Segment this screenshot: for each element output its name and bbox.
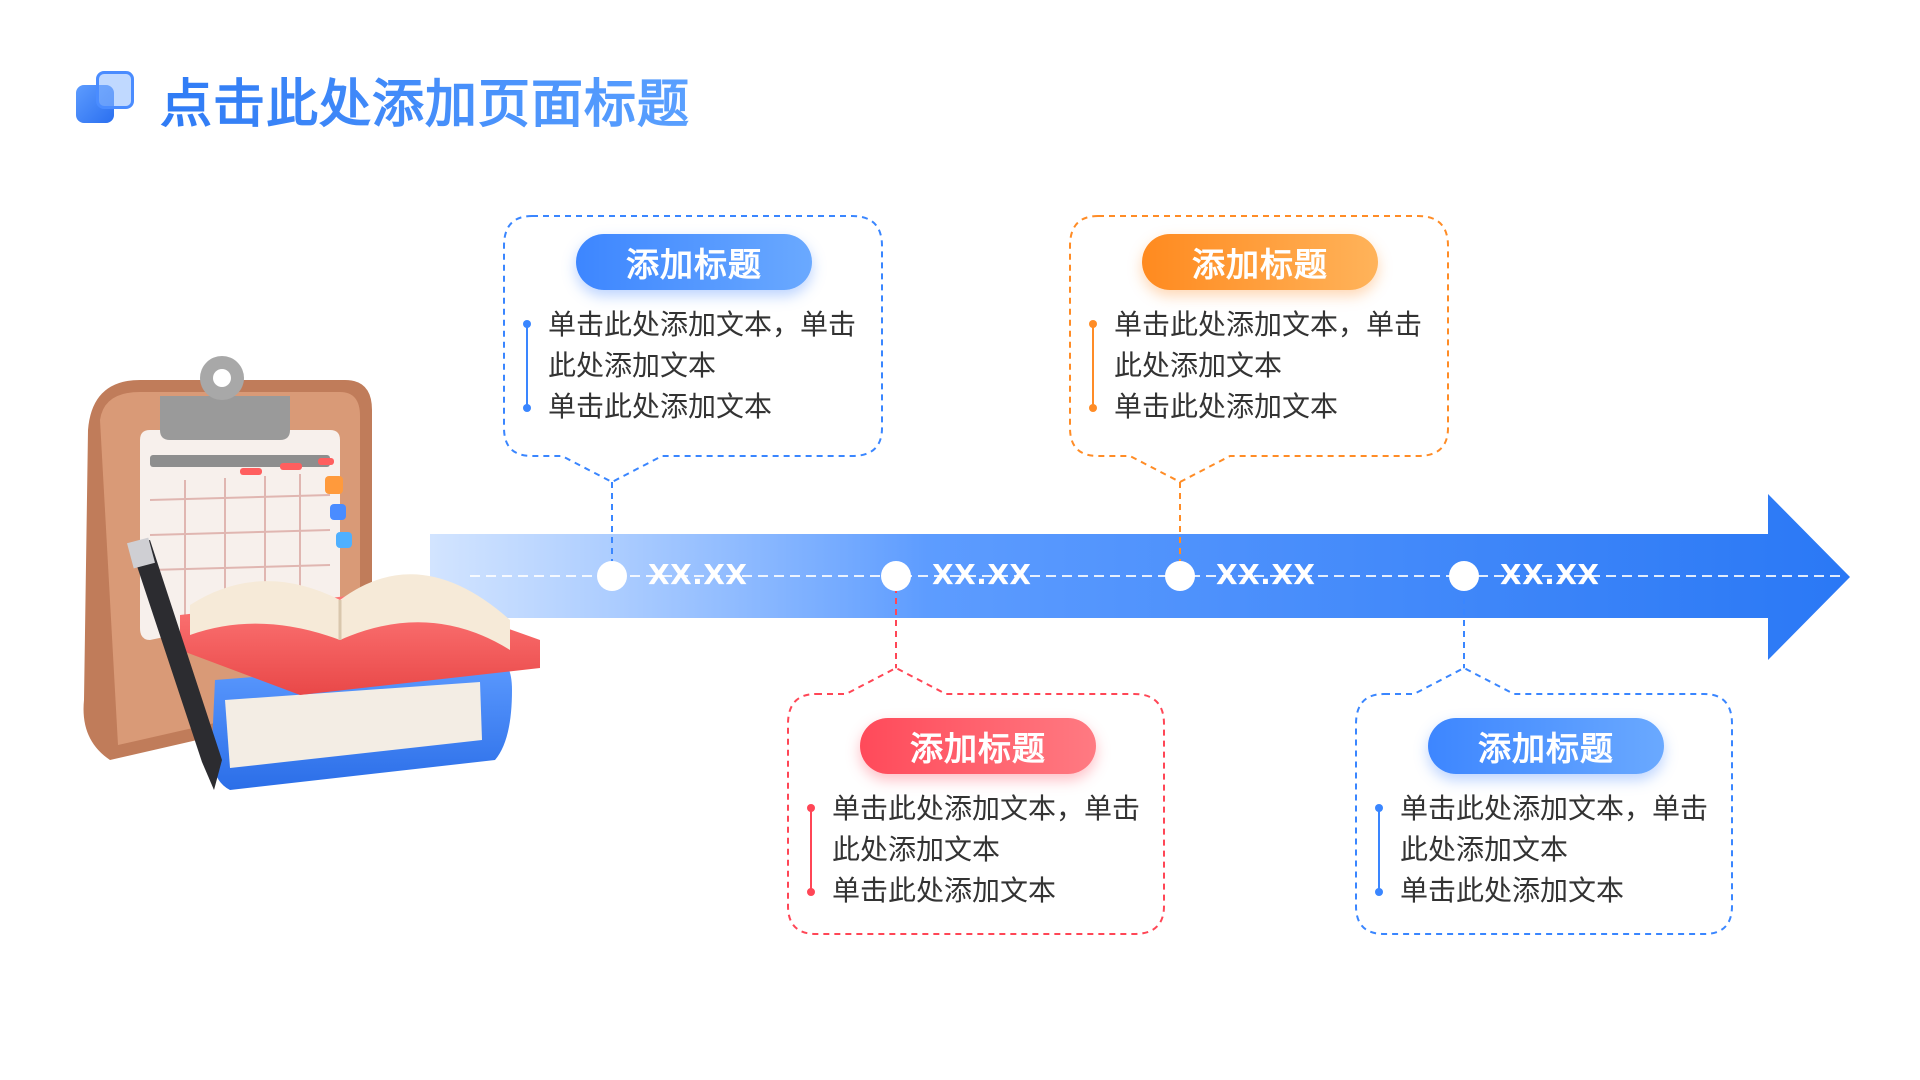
card-accent-bar xyxy=(526,324,528,406)
bullet-dot xyxy=(1089,404,1097,412)
timeline-arrow xyxy=(430,494,1850,660)
card-body-text[interactable]: 单击此处添加文本，单击此处添加文本 单击此处添加文本 xyxy=(832,792,1141,907)
page-header: 点击此处添加页面标题 xyxy=(76,62,690,137)
overlap-squares-icon xyxy=(76,71,138,127)
clipboard-calendar-books-icon xyxy=(83,356,540,790)
card-body-text[interactable]: 单击此处添加文本，单击此处添加文本 单击此处添加文本 xyxy=(1400,792,1709,907)
milestone-card: 添加标题 单击此处添加文本，单击此处添加文本 单击此处添加文本 xyxy=(1356,700,1734,942)
card-connectors xyxy=(611,480,1465,670)
milestone-dot xyxy=(597,561,627,591)
bullet-dot xyxy=(1375,888,1383,896)
milestone-card: 添加标题 单击此处添加文本，单击此处添加文本 单击此处添加文本 xyxy=(788,700,1166,942)
bullet-dot xyxy=(1089,320,1097,328)
milestone-dots xyxy=(597,561,1479,591)
card-title-pill[interactable]: 添加标题 xyxy=(1428,718,1664,774)
card-title-pill[interactable]: 添加标题 xyxy=(1142,234,1378,290)
milestone-dot xyxy=(1165,561,1195,591)
milestone-date[interactable]: XX.XX xyxy=(1500,558,1600,591)
milestone-date[interactable]: XX.XX xyxy=(1216,558,1316,591)
bullet-dot xyxy=(807,888,815,896)
bullet-dot xyxy=(523,320,531,328)
bullet-dot xyxy=(1375,804,1383,812)
card-accent-bar xyxy=(1378,808,1380,890)
card-accent-bar xyxy=(810,808,812,890)
milestone-date[interactable]: XX.XX xyxy=(932,558,1032,591)
bullet-dot xyxy=(807,804,815,812)
card-body-text[interactable]: 单击此处添加文本，单击此处添加文本 单击此处添加文本 xyxy=(1114,308,1423,423)
bullet-dot xyxy=(523,404,531,412)
card-body-text[interactable]: 单击此处添加文本，单击此处添加文本 单击此处添加文本 xyxy=(548,308,857,423)
card-title-pill[interactable]: 添加标题 xyxy=(576,234,812,290)
milestone-card: 添加标题 单击此处添加文本，单击此处添加文本 单击此处添加文本 xyxy=(504,216,882,458)
card-title-pill[interactable]: 添加标题 xyxy=(860,718,1096,774)
milestone-dot xyxy=(1449,561,1479,591)
milestone-dot xyxy=(881,561,911,591)
page-title[interactable]: 点击此处添加页面标题 xyxy=(160,62,690,137)
card-accent-bar xyxy=(1092,324,1094,406)
milestone-date[interactable]: XX.XX xyxy=(648,558,748,591)
milestone-card: 添加标题 单击此处添加文本，单击此处添加文本 单击此处添加文本 xyxy=(1070,216,1448,458)
